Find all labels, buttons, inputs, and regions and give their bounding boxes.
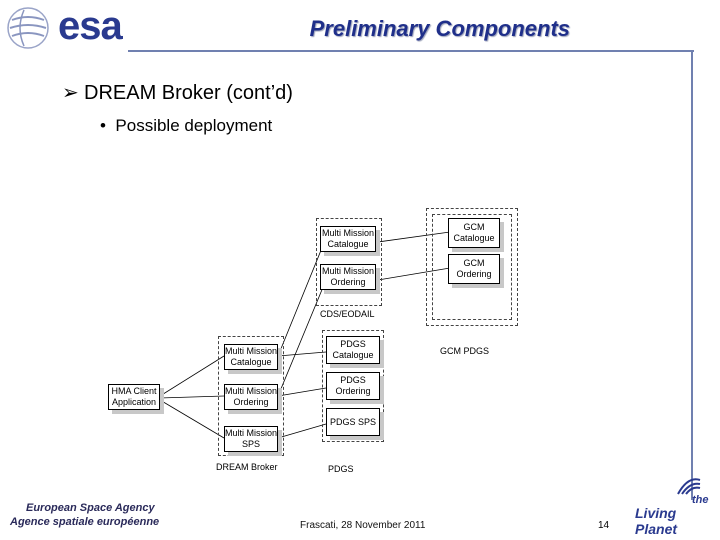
cds-catalogue-box: Multi Mission Catalogue [320,226,376,252]
esa-logo [6,6,136,50]
gcm-pdgs-label: GCM PDGS [440,346,490,356]
cds-container [316,218,382,306]
pdgs-catalogue-box: PDGS Catalogue [326,336,380,364]
dream-broker-label: DREAM Broker [216,462,278,472]
connector-cds-gcm-ordering [377,267,451,281]
gcm-catalogue-box: GCM Catalogue [448,218,500,248]
page-title: Preliminary Components [309,16,570,41]
brand-the: the [692,494,709,506]
cds-label: CDS/EODAIL [320,309,375,319]
bullet-level1-text: DREAM Broker (cont’d) [84,82,293,104]
header-divider [128,50,694,52]
gcm-ordering-box: GCM Ordering [448,254,500,284]
pdgs-ordering-box: PDGS Ordering [326,372,380,400]
gcm-pdgs-container [426,208,518,326]
globe-icon [7,7,49,49]
gcm-pdgs-container-inner [432,214,512,320]
broker-ordering-box: Multi Mission Ordering [224,384,278,410]
dot-bullet-icon: • [100,116,116,135]
hma-client-box: HMA Client Application [108,384,160,410]
connector-client-ordering [159,395,225,399]
connector-broker-pdgs-catalogue [277,351,327,357]
brand-living-planet: Living Planet [635,505,678,537]
bullet-level1: ➢DREAM Broker (cont’d) [62,80,293,105]
connector-cds-gcm-catalogue [377,231,451,243]
footer-event: Frascati, 28 November 2011 [300,520,426,531]
arrow-bullet-icon: ➢ [62,82,79,104]
broker-sps-box: Multi Mission SPS [224,426,278,452]
page-number: 14 [598,520,610,531]
esa-wordmark: esa [58,4,123,48]
pdgs-sps-box: PDGS SPS [326,408,380,436]
living-planet-swirl-icon [677,478,701,495]
connector-broker-cds-catalogue [277,237,327,357]
connector-broker-cds-ordering [277,279,327,397]
right-divider [691,50,693,500]
agency-name-en: European Space Agency [26,502,155,514]
agency-name-fr: Agence spatiale européenne [10,516,160,528]
connector-broker-pdgs-sps [277,423,327,439]
connector-broker-pdgs-ordering [277,387,327,397]
connector-client-sps [159,399,225,439]
broker-catalogue-box: Multi Mission Catalogue [224,344,278,370]
bullet-level2: • Possible deployment [100,116,272,136]
bullet-level2-text: Possible deployment [115,116,273,135]
pdgs-label: PDGS [328,464,354,474]
connector-client-catalogue [159,355,225,397]
cds-ordering-box: Multi Mission Ordering [320,264,376,290]
